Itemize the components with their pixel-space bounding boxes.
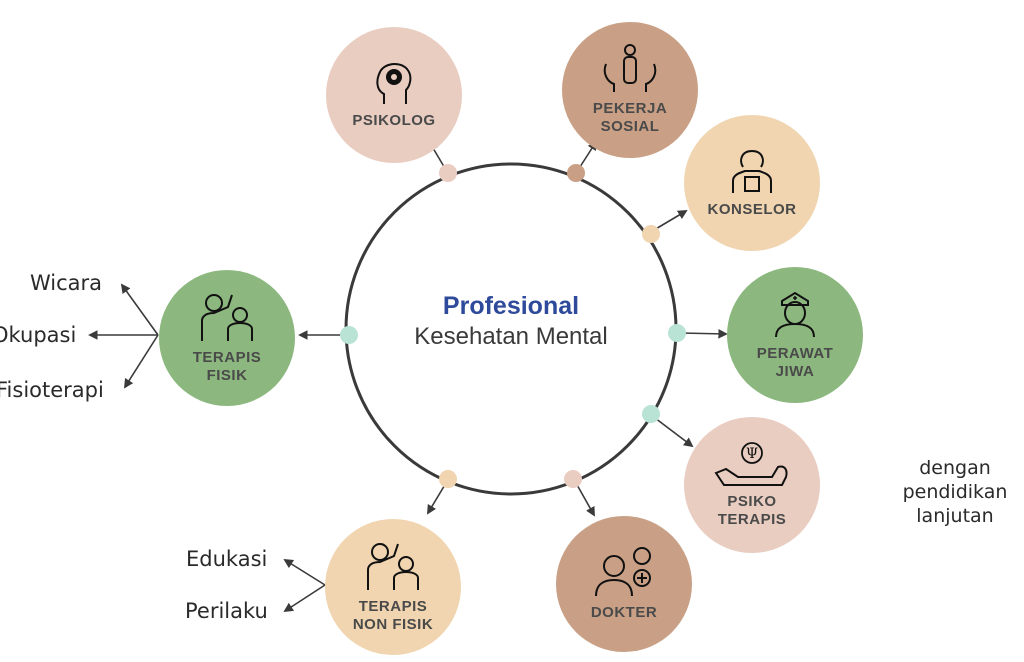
node-label: PSIKOLOG: [352, 112, 436, 129]
psiko-terapis-note: dengan pendidikan lanjutan: [902, 457, 1008, 527]
node-label: KONSELOR: [707, 201, 797, 218]
arrow-dokter: [575, 482, 595, 517]
node-perawat-jiwa: PERAWAT JIWA: [727, 267, 863, 403]
node-label: TERAPIS FISIK: [192, 349, 262, 384]
node-terapis-non-fisik: TERAPIS NON FISIK: [325, 519, 461, 655]
arrow-perilaku: [283, 584, 326, 613]
node-konselor: KONSELOR: [684, 115, 820, 251]
arrow-edukasi: [283, 558, 326, 586]
dot-pekerja-sosial: [567, 164, 585, 182]
dot-terapis-non-fisik: [439, 470, 457, 488]
node-dokter: DOKTER: [556, 516, 692, 652]
center-title-main: Profesional: [442, 292, 580, 320]
node-pekerja-sosial: PEKERJA SOSIAL: [562, 22, 698, 158]
psi-couch-icon: Ψ: [714, 442, 788, 486]
dot-dokter: [564, 470, 582, 488]
arrow-perawat-jiwa: [679, 329, 728, 339]
brain-head-icon: [376, 63, 412, 104]
node-terapis-fisik: TERAPIS FISIK: [159, 270, 295, 406]
arrow-konselor: [653, 210, 688, 231]
dot-terapis-fisik: [340, 326, 358, 344]
counselor-clipboard-icon: [732, 149, 772, 193]
node-label: PEKERJA SOSIAL: [592, 100, 668, 135]
arrow-wicara: [120, 283, 159, 336]
center-title: Profesional Kesehatan Mental: [380, 292, 642, 351]
label-okupasi: Okupasi: [0, 323, 77, 347]
label-perilaku: Perilaku: [185, 599, 268, 623]
label-edukasi: Edukasi: [186, 547, 268, 571]
hands-person-icon: [603, 44, 657, 92]
high-five-icon: [201, 294, 253, 341]
arrow-fisioterapi: [123, 334, 159, 389]
node-label: TERAPIS NON FISIK: [352, 598, 434, 633]
node-label: DOKTER: [590, 604, 658, 621]
arrow-psiko-terapis: [654, 417, 694, 448]
nurse-icon: [775, 291, 815, 338]
high-five-icon: [367, 543, 419, 590]
label-fisioterapi: Fisioterapi: [0, 378, 104, 402]
node-psiko-terapis: Ψ PSIKO TERAPIS: [684, 417, 820, 553]
doctor-brain-icon: [595, 547, 651, 597]
node-label: PSIKO TERAPIS: [717, 493, 787, 528]
svg-text:Ψ: Ψ: [746, 446, 758, 462]
dot-psiko-terapis: [642, 405, 660, 423]
center-title-sub: Kesehatan Mental: [414, 323, 608, 350]
node-psikolog: PSIKOLOG: [326, 27, 462, 163]
arrow-terapis-non-fisik: [427, 482, 447, 515]
node-label: PERAWAT JIWA: [756, 345, 834, 380]
label-wicara: Wicara: [30, 271, 103, 295]
dot-perawat-jiwa: [668, 324, 686, 342]
dot-psikolog: [439, 164, 457, 182]
dot-konselor: [642, 225, 660, 243]
